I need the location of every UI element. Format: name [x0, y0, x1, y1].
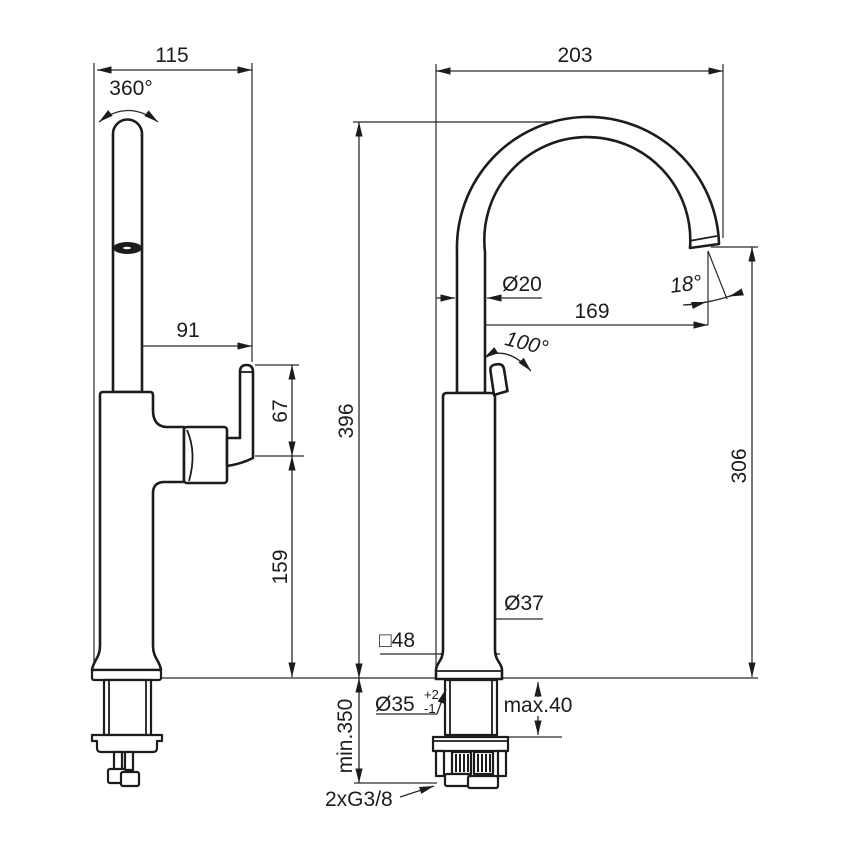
front-post-left	[434, 749, 446, 778]
swivel-angle-label: 360°	[109, 77, 152, 100]
side-aerator-highlight	[123, 246, 131, 250]
leader-lines	[376, 688, 447, 798]
outlet-angle-label: 18°	[669, 271, 703, 298]
side-hose-left	[112, 750, 124, 772]
side-view	[90, 118, 255, 788]
connection-thread-label: 2xG3/8	[325, 788, 393, 811]
hole-tolerance-plus-label: +2	[424, 687, 439, 702]
side-shank	[102, 678, 153, 737]
arc-18-arrow-right	[728, 288, 744, 298]
side-spout-pipe	[111, 118, 144, 394]
side-hose-nut-right	[119, 770, 141, 788]
front-flange	[431, 735, 510, 753]
front-nipple-threads	[455, 754, 491, 772]
ref-18-slant	[707, 250, 728, 300]
side-flange	[90, 733, 164, 754]
dim-spout-diameter-label: Ø20	[502, 273, 542, 296]
front-view	[431, 115, 721, 790]
dim-overall-width-label: 203	[557, 44, 592, 67]
dim-lever-height-label: 67	[269, 399, 292, 422]
dim-spout-offset-label: 91	[176, 319, 199, 342]
front-hose-nut-right	[466, 774, 500, 790]
side-hose-right	[123, 750, 135, 772]
front-lever	[489, 362, 509, 397]
dim-body-diameter-label: Ø37	[504, 592, 544, 615]
dim-base-square-label: □48	[379, 629, 415, 652]
leader-d35-arrow	[436, 688, 447, 715]
dim-outlet-height-label: 306	[728, 448, 751, 483]
arc-18-arrow-left	[684, 301, 707, 310]
front-aerator-line	[688, 235, 718, 242]
side-lever	[225, 363, 255, 468]
min-hose-length-label: min.350	[334, 699, 357, 774]
front-spout	[455, 115, 721, 395]
dimension-labels: 115 360° 91 67 159 203 Ø20 169 18° 100° …	[109, 44, 751, 811]
front-hose-nut-left	[443, 772, 471, 788]
dim-total-height-label: 396	[335, 403, 358, 438]
dimension-lines	[93, 63, 758, 784]
leader-g38-arrow	[399, 785, 435, 798]
swivel-arc	[98, 109, 159, 123]
dim-outlet-reach-label: 169	[574, 300, 609, 323]
dim-hole-diameter-label: Ø35	[375, 693, 415, 716]
front-body	[434, 391, 504, 681]
side-base-plate	[90, 668, 163, 682]
front-post-right	[496, 749, 508, 778]
front-shank	[443, 678, 499, 737]
max-counter-thickness-label: max.40	[504, 694, 573, 717]
side-cartridge-contour	[186, 429, 194, 482]
side-body	[90, 390, 186, 672]
dim-overall-depth-label: 115	[155, 44, 188, 67]
dim-body-height-label: 159	[269, 549, 292, 584]
hole-tolerance-minus-label: -1	[424, 701, 436, 716]
arc-100	[483, 347, 532, 372]
